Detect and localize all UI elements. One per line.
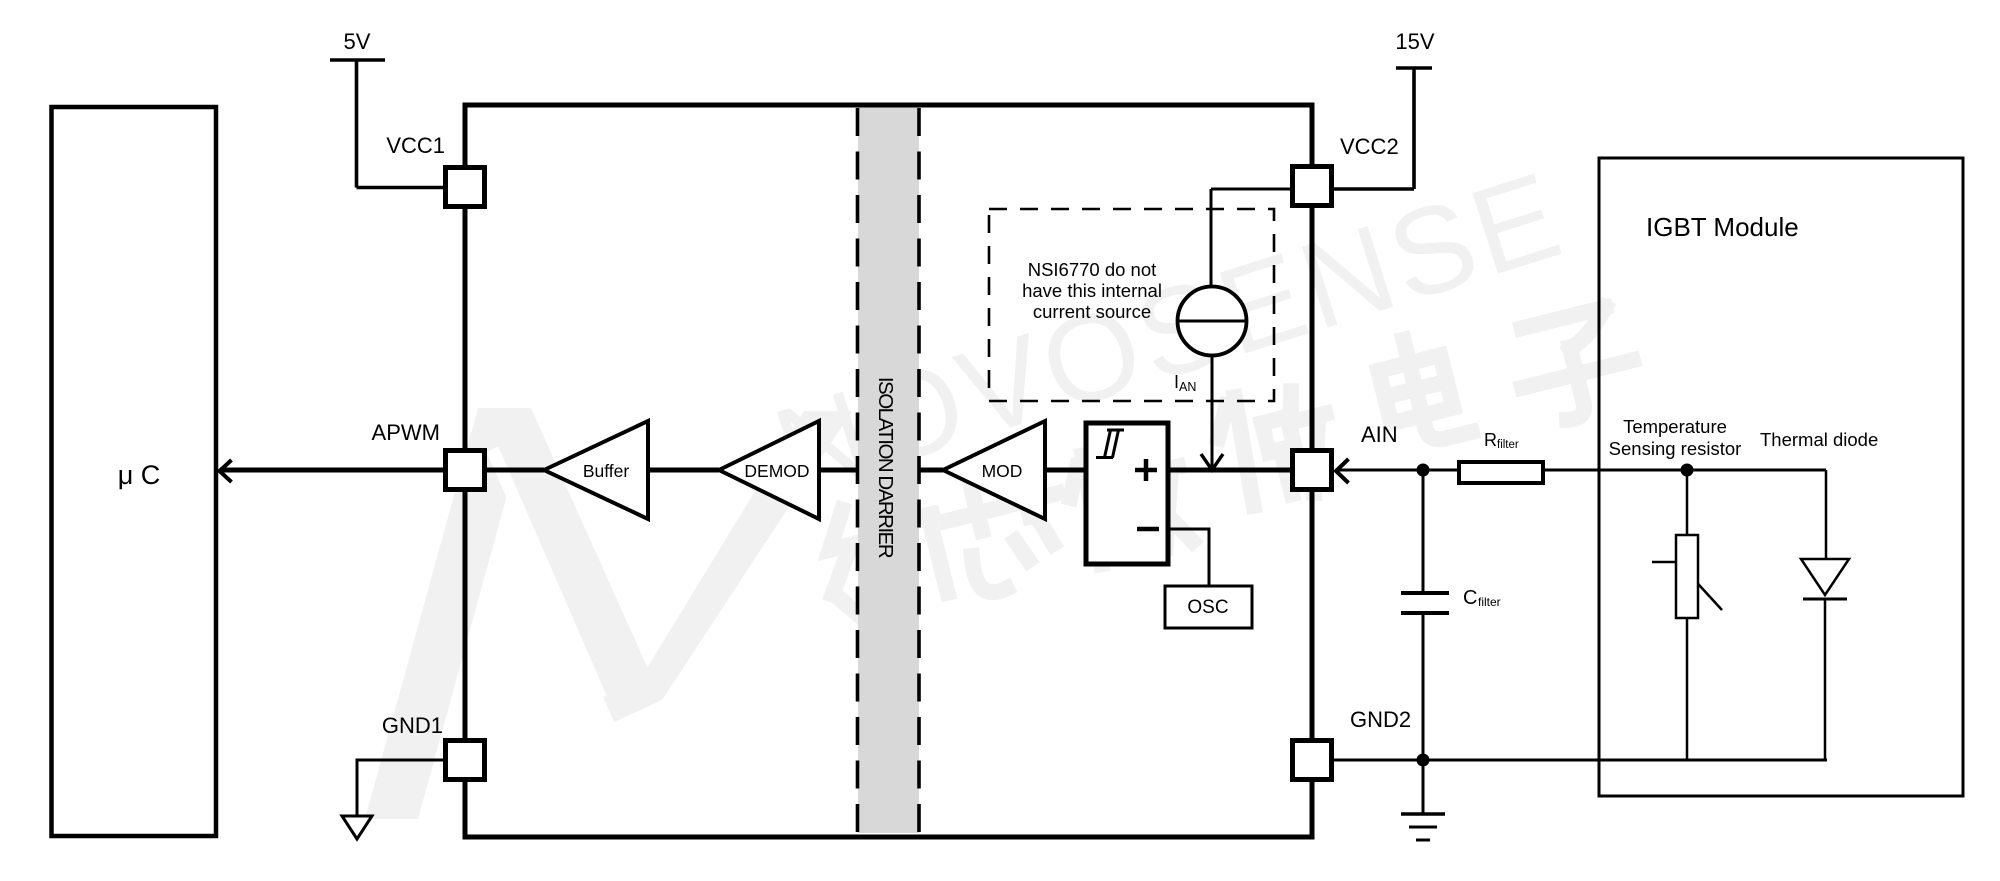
svg-text:GND2: GND2 xyxy=(1350,707,1411,732)
svg-text:have this internal: have this internal xyxy=(1022,280,1162,301)
svg-text:OSC: OSC xyxy=(1187,597,1228,618)
svg-text:GND1: GND1 xyxy=(382,713,443,738)
svg-text:Temperature: Temperature xyxy=(1623,416,1727,437)
svg-text:5V: 5V xyxy=(344,29,371,54)
svg-text:DEMOD: DEMOD xyxy=(744,461,809,481)
svg-text:filter: filter xyxy=(1478,595,1501,609)
svg-text:APWM: APWM xyxy=(372,420,440,445)
svg-text:AN: AN xyxy=(1179,380,1196,394)
svg-text:Buffer: Buffer xyxy=(583,461,630,481)
svg-text:μ C: μ C xyxy=(118,460,161,490)
svg-text:MOD: MOD xyxy=(982,461,1023,481)
svg-text:VCC1: VCC1 xyxy=(386,133,445,158)
svg-text:current source: current source xyxy=(1033,301,1151,322)
svg-text:filter: filter xyxy=(1497,439,1519,451)
svg-text:ISOLATION DARRIER: ISOLATION DARRIER xyxy=(874,377,897,558)
svg-text:Thermal diode: Thermal diode xyxy=(1760,429,1878,450)
svg-text:I: I xyxy=(1174,372,1179,392)
svg-text:C: C xyxy=(1463,587,1477,609)
svg-text:AIN: AIN xyxy=(1361,422,1398,447)
svg-text:R: R xyxy=(1484,430,1497,450)
svg-text:IGBT Module: IGBT Module xyxy=(1646,212,1799,242)
svg-text:NSI6770 do not: NSI6770 do not xyxy=(1028,259,1157,280)
svg-text:Sensing resistor: Sensing resistor xyxy=(1609,438,1742,459)
svg-text:15V: 15V xyxy=(1395,29,1434,54)
svg-text:VCC2: VCC2 xyxy=(1340,134,1399,159)
